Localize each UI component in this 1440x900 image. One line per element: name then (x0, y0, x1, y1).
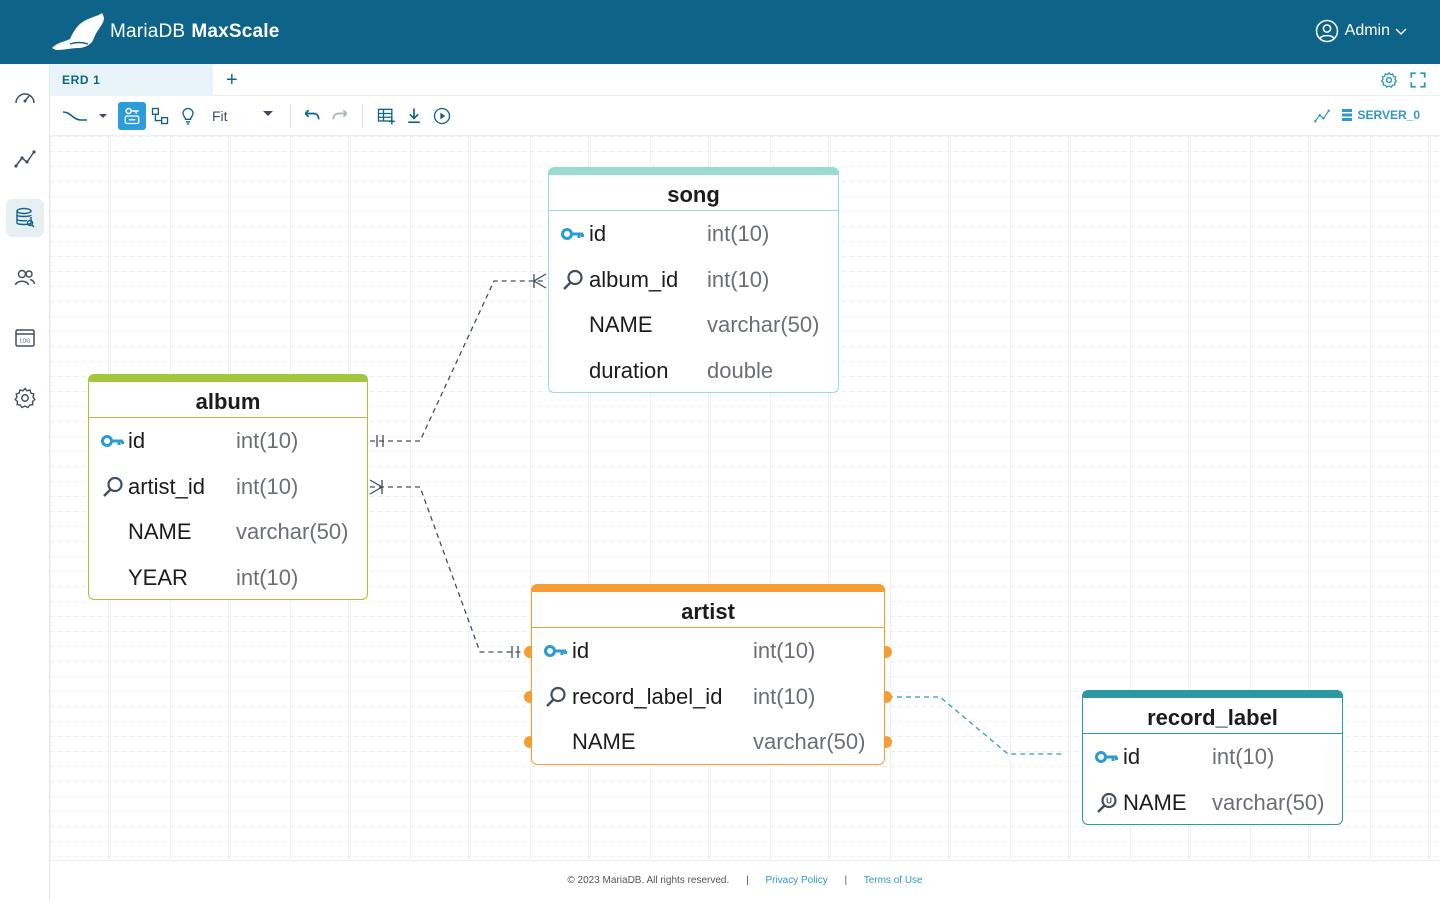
index-key-icon (563, 269, 583, 290)
undo-button[interactable] (298, 102, 326, 130)
active-server[interactable]: SERVER_0 (1341, 108, 1420, 122)
logs-icon: LOG (15, 329, 35, 347)
column-row[interactable]: U NAME varchar(50) (1083, 780, 1342, 826)
seal-logo-icon (52, 13, 104, 50)
table-name: album (89, 382, 367, 418)
table-name: artist (532, 592, 884, 628)
settings-icon (14, 387, 36, 409)
index-key-icon (103, 476, 123, 497)
unique-key-icon: U (1097, 792, 1117, 813)
column-row[interactable]: id int(10) (532, 628, 884, 674)
primary-key-icon (1095, 751, 1118, 763)
svg-text:LOG: LOG (20, 339, 31, 345)
table-name: record_label (1083, 698, 1342, 734)
footer-separator: | (844, 875, 848, 886)
column-row[interactable]: artist_id int(10) (89, 464, 367, 510)
terms-of-use-link[interactable]: Terms of Use (863, 875, 923, 886)
export-button[interactable] (400, 102, 428, 130)
create-table-button[interactable] (372, 102, 400, 130)
column-row[interactable]: NAME varchar(50) (128, 519, 349, 544)
lightbulb-icon (182, 107, 194, 125)
link-curve-icon (62, 111, 87, 121)
brand-mariadb: MariaDB (110, 21, 186, 42)
play-circle-icon (433, 107, 451, 125)
visualization-icon[interactable] (1312, 107, 1332, 125)
link-shape-button[interactable] (58, 102, 92, 130)
settings-icon[interactable] (1380, 71, 1398, 89)
user-name: Admin (1344, 22, 1390, 39)
redo-icon (332, 109, 348, 120)
column-row[interactable]: YEAR int(10) (128, 564, 299, 590)
primary-key-icon (561, 228, 584, 240)
sidebar-item-logs[interactable]: LOG (6, 319, 44, 357)
erd-table-song[interactable]: song id int(10) album_id int(10) NAME va… (548, 167, 839, 393)
hint-button[interactable] (174, 102, 202, 130)
column-row[interactable]: id int(10) (89, 418, 367, 464)
sidebar-item-query-editor[interactable] (6, 199, 44, 237)
sidebar-item-users[interactable] (6, 259, 44, 297)
footer: © 2023 MariaDB. All rights reserved. | P… (50, 860, 1440, 900)
column-row[interactable]: NAME varchar(50) (589, 312, 820, 337)
privacy-policy-link[interactable]: Privacy Policy (765, 875, 828, 886)
users-icon (14, 269, 36, 286)
arrange-icon (151, 107, 169, 125)
index-key-icon (546, 686, 566, 707)
server-icon (1341, 109, 1352, 121)
server-name: SERVER_0 (1357, 108, 1420, 122)
sidebar: LOG (0, 64, 50, 900)
chevron-down-icon[interactable] (262, 110, 274, 118)
column-row[interactable]: NAME varchar(50) (572, 729, 866, 754)
key-link-icon (124, 107, 140, 125)
redo-button[interactable] (326, 102, 354, 130)
copyright-text: © 2023 MariaDB. All rights reserved. (567, 875, 730, 886)
worksheet-tabbar: ERD 1 + (50, 64, 1440, 96)
erd-table-record-label[interactable]: record_label id int(10) U NAME varchar(5… (1082, 690, 1343, 825)
chevron-down-icon (1395, 28, 1407, 36)
tab-erd-1[interactable]: ERD 1 (50, 64, 213, 96)
zoom-select[interactable]: Fit (212, 108, 228, 124)
footer-separator: | (746, 875, 749, 886)
toolbar-divider (290, 104, 291, 128)
column-row[interactable]: duration double (589, 357, 774, 383)
table-plus-icon (377, 108, 395, 125)
visualization-icon (14, 150, 36, 168)
fullscreen-icon[interactable] (1409, 71, 1427, 89)
undo-icon (304, 109, 320, 120)
dashboard-icon (15, 93, 35, 104)
brand-maxscale: MaxScale (191, 21, 280, 42)
primary-key-icon (101, 435, 124, 447)
svg-text:U: U (1106, 796, 1112, 805)
add-tab-button[interactable]: + (226, 69, 238, 91)
sidebar-item-visualization[interactable] (6, 140, 44, 178)
erd-toolbar: Fit SERVER_0 (50, 96, 1440, 136)
primary-key-icon (544, 645, 567, 657)
erd-table-album[interactable]: album id int(10) artist_id int(10) NAME … (88, 374, 368, 600)
column-row[interactable]: album_id int(10) (549, 257, 838, 303)
query-editor-icon (16, 207, 35, 228)
show-key-columns-button[interactable] (118, 102, 146, 130)
sidebar-item-settings[interactable] (6, 379, 44, 417)
download-icon (408, 108, 420, 124)
apply-script-button[interactable] (428, 102, 456, 130)
column-row[interactable]: record_label_id int(10) (532, 674, 884, 720)
erd-table-artist[interactable]: artist id int(10) record_label_id int(10… (531, 584, 885, 765)
sidebar-item-dashboard[interactable] (6, 80, 44, 118)
table-name: song (549, 175, 838, 211)
user-menu[interactable]: Admin (1315, 19, 1408, 43)
column-row[interactable]: id int(10) (549, 211, 838, 257)
auto-arrange-button[interactable] (146, 102, 174, 130)
chevron-down-icon[interactable] (98, 113, 108, 119)
column-row[interactable]: id int(10) (1083, 734, 1342, 780)
account-circle-icon (1315, 19, 1338, 43)
toolbar-divider (362, 104, 363, 128)
